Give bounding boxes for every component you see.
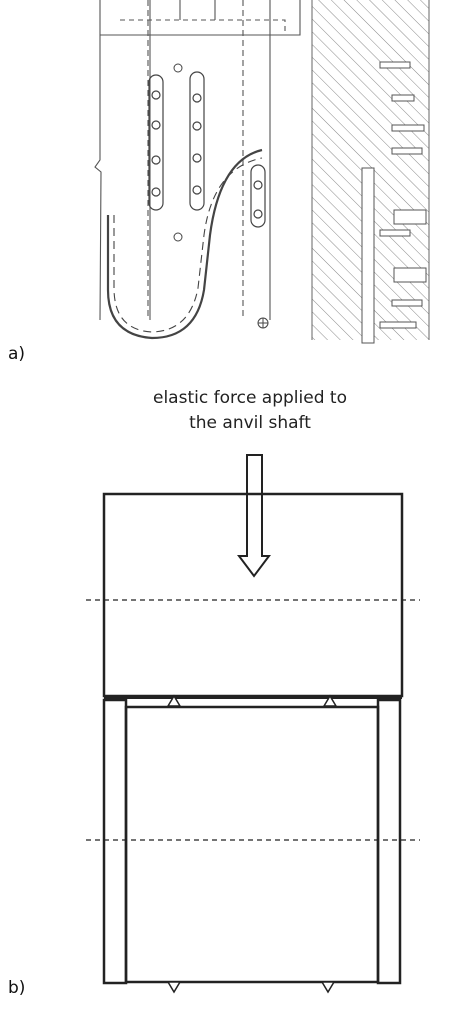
anvil-upper-block bbox=[102, 492, 404, 698]
slot-left bbox=[148, 74, 164, 211]
bolt-pins bbox=[361, 61, 427, 344]
anvil-lower-block bbox=[124, 705, 380, 984]
anvil-body-outline bbox=[94, 0, 301, 321]
side-plate-right bbox=[376, 698, 402, 985]
slot-right bbox=[250, 164, 266, 228]
small-holes bbox=[173, 63, 269, 329]
side-plate-left bbox=[102, 698, 128, 985]
force-annotation-line1: elastic force applied to bbox=[153, 388, 347, 408]
u-groove bbox=[106, 148, 263, 340]
force-arrow bbox=[237, 454, 271, 578]
technical-drawing bbox=[94, 0, 430, 344]
force-annotation-line2: the anvil shaft bbox=[189, 413, 311, 433]
slot-middle bbox=[189, 71, 205, 211]
panel-label-b: b) bbox=[8, 978, 26, 998]
support-triangles bbox=[166, 694, 338, 994]
panel-label-a: a) bbox=[8, 344, 26, 364]
